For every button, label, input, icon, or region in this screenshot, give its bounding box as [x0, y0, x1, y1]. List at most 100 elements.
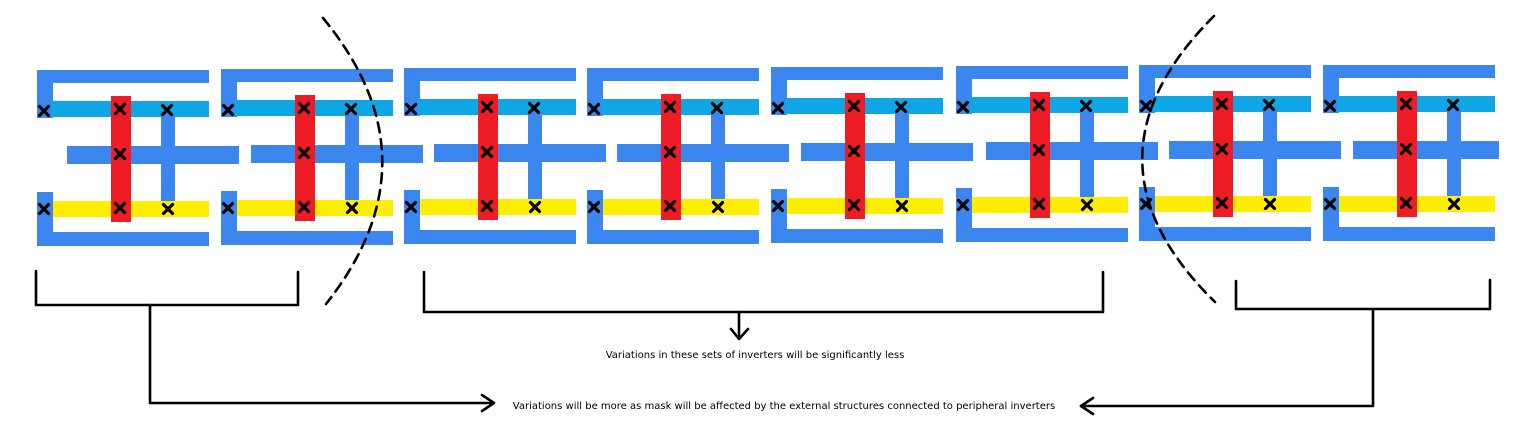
poly-gate	[478, 94, 498, 220]
input-bridge-metal	[986, 142, 1158, 160]
inverter-cell-1	[37, 70, 239, 246]
x-mark-icon	[1323, 99, 1337, 113]
x-mark-icon	[1080, 198, 1094, 212]
top-metal-strip	[404, 68, 576, 81]
x-mark-icon	[956, 198, 970, 212]
x-mark-icon	[528, 200, 542, 214]
x-mark-icon	[221, 103, 235, 117]
x-mark-icon	[297, 146, 311, 160]
top-metal-strip	[1323, 65, 1495, 78]
bottom-metal-strip	[1139, 227, 1311, 241]
left-peripheral-bracket	[34, 269, 300, 307]
x-mark-icon	[895, 199, 909, 213]
x-mark-icon	[847, 144, 861, 158]
x-mark-icon	[1032, 143, 1046, 157]
x-mark-icon	[480, 100, 494, 114]
right-peripheral-bracket	[1234, 278, 1492, 311]
top-metal-strip	[587, 68, 759, 81]
input-bridge-metal	[67, 146, 239, 164]
poly-gate	[111, 96, 131, 222]
x-mark-icon	[1032, 197, 1046, 211]
poly-gate	[661, 94, 681, 220]
x-mark-icon	[113, 147, 127, 161]
x-mark-icon	[847, 99, 861, 113]
input-bridge-metal	[1169, 141, 1341, 159]
left-separation-curve	[321, 16, 384, 306]
x-mark-icon	[404, 200, 418, 214]
x-mark-icon	[1262, 98, 1276, 112]
edge-mask	[1499, 60, 1521, 260]
top-metal-strip	[956, 66, 1128, 79]
bottom-metal-strip	[404, 230, 576, 244]
arrow-head-icon	[729, 327, 750, 341]
bottom-metal-strip	[956, 228, 1128, 242]
x-mark-icon	[37, 202, 51, 216]
x-mark-icon	[1139, 99, 1153, 113]
top-metal-strip	[771, 67, 943, 80]
inverter-cell-6	[956, 66, 1158, 242]
right-separation-curve	[1140, 14, 1217, 304]
x-mark-icon	[1446, 98, 1460, 112]
x-mark-icon	[1399, 196, 1413, 210]
bottom-metal-strip	[587, 230, 759, 244]
bottom-metal-strip	[37, 232, 209, 246]
inverter-cell-8	[1323, 65, 1499, 241]
peripheral-variation-note: Variations will be more as mask will be …	[513, 401, 1055, 412]
arrow-head-icon	[480, 393, 496, 413]
x-mark-icon	[480, 199, 494, 213]
x-mark-icon	[1323, 197, 1337, 211]
x-mark-icon	[710, 101, 724, 115]
x-mark-icon	[1215, 196, 1229, 210]
x-mark-icon	[1399, 97, 1413, 111]
input-bridge-metal	[617, 144, 789, 162]
x-mark-icon	[1032, 98, 1046, 112]
x-mark-icon	[297, 101, 311, 115]
x-mark-icon	[771, 101, 785, 115]
inverter-cell-2	[221, 69, 423, 245]
x-mark-icon	[37, 104, 51, 118]
right-arrow-line	[1079, 307, 1375, 408]
x-mark-icon	[956, 100, 970, 114]
x-mark-icon	[527, 101, 541, 115]
x-mark-icon	[894, 100, 908, 114]
top-metal-strip	[37, 70, 209, 83]
poly-gate	[295, 95, 315, 221]
poly-gate	[1397, 91, 1417, 217]
x-mark-icon	[663, 199, 677, 213]
x-mark-icon	[113, 102, 127, 116]
bottom-metal-strip	[221, 231, 393, 245]
x-mark-icon	[1447, 197, 1461, 211]
x-mark-icon	[160, 103, 174, 117]
inverter-cell-5	[771, 67, 973, 243]
left-arrow-line	[148, 303, 494, 405]
input-bridge-metal	[801, 143, 973, 161]
x-mark-icon	[345, 201, 359, 215]
x-mark-icon	[771, 199, 785, 213]
x-mark-icon	[1215, 97, 1229, 111]
x-mark-icon	[663, 145, 677, 159]
inner-variation-note: Variations in these sets of inverters wi…	[606, 350, 905, 361]
x-mark-icon	[1215, 142, 1229, 156]
x-mark-icon	[711, 200, 725, 214]
poly-gate	[1213, 91, 1233, 217]
bottom-metal-strip	[771, 229, 943, 243]
arrow-head-icon	[1079, 396, 1095, 416]
x-mark-icon	[587, 102, 601, 116]
inverter-cell-3	[404, 68, 606, 244]
inverter-cell-7	[1139, 65, 1341, 241]
input-bridge-metal	[1353, 141, 1499, 159]
x-mark-icon	[344, 102, 358, 116]
bottom-metal-strip	[1323, 227, 1495, 241]
poly-gate	[845, 93, 865, 219]
x-mark-icon	[221, 201, 235, 215]
x-mark-icon	[113, 201, 127, 215]
x-mark-icon	[663, 100, 677, 114]
x-mark-icon	[1263, 197, 1277, 211]
x-mark-icon	[1399, 142, 1413, 156]
input-bridge-metal	[251, 145, 423, 163]
inverter-cell-4	[587, 68, 789, 244]
x-mark-icon	[404, 102, 418, 116]
x-mark-icon	[847, 198, 861, 212]
x-mark-icon	[161, 202, 175, 216]
